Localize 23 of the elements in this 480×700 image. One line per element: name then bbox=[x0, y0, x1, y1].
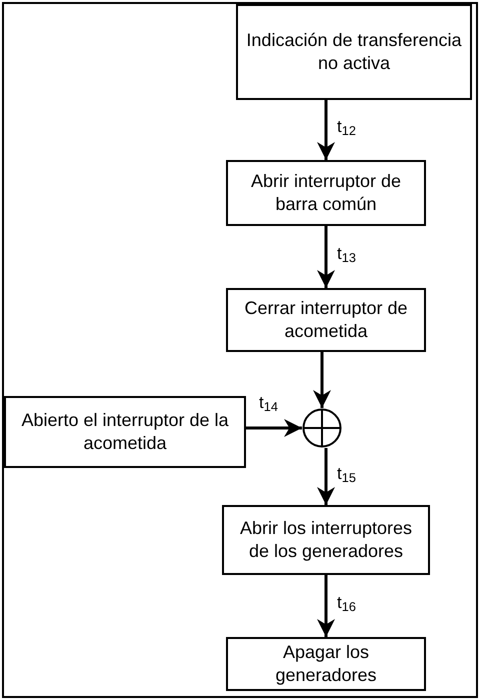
arrow bbox=[317, 100, 335, 160]
process-box bbox=[222, 505, 430, 575]
edge-label: t$_{13}$ bbox=[336, 245, 357, 262]
process-box bbox=[226, 160, 426, 226]
arrow bbox=[317, 448, 335, 505]
box-text: Indicación de transferencia no activa bbox=[245, 28, 463, 75]
box-text: Abierto el interruptor de la acometida bbox=[20, 408, 230, 455]
edge-label: t$_{14}$ bbox=[258, 394, 279, 411]
edge-label: t$_{12}$ bbox=[336, 118, 357, 135]
box-text: Apagar los generadores bbox=[274, 640, 378, 687]
arrow bbox=[246, 419, 302, 437]
box-text: Abrir los interruptores de los generadores bbox=[238, 516, 414, 563]
process-box bbox=[226, 637, 426, 691]
process-box bbox=[226, 288, 426, 352]
process-box bbox=[236, 4, 472, 100]
arrow bbox=[317, 575, 335, 637]
box-text: Abrir interruptor de barra común bbox=[250, 170, 402, 216]
edge-label: t$_{16}$ bbox=[336, 594, 357, 611]
summing-junction-circle bbox=[302, 408, 342, 448]
process-box bbox=[4, 396, 246, 468]
arrow bbox=[317, 226, 335, 288]
arrow bbox=[313, 352, 331, 408]
box-text: Cerrar interruptor de acometida bbox=[243, 296, 409, 343]
